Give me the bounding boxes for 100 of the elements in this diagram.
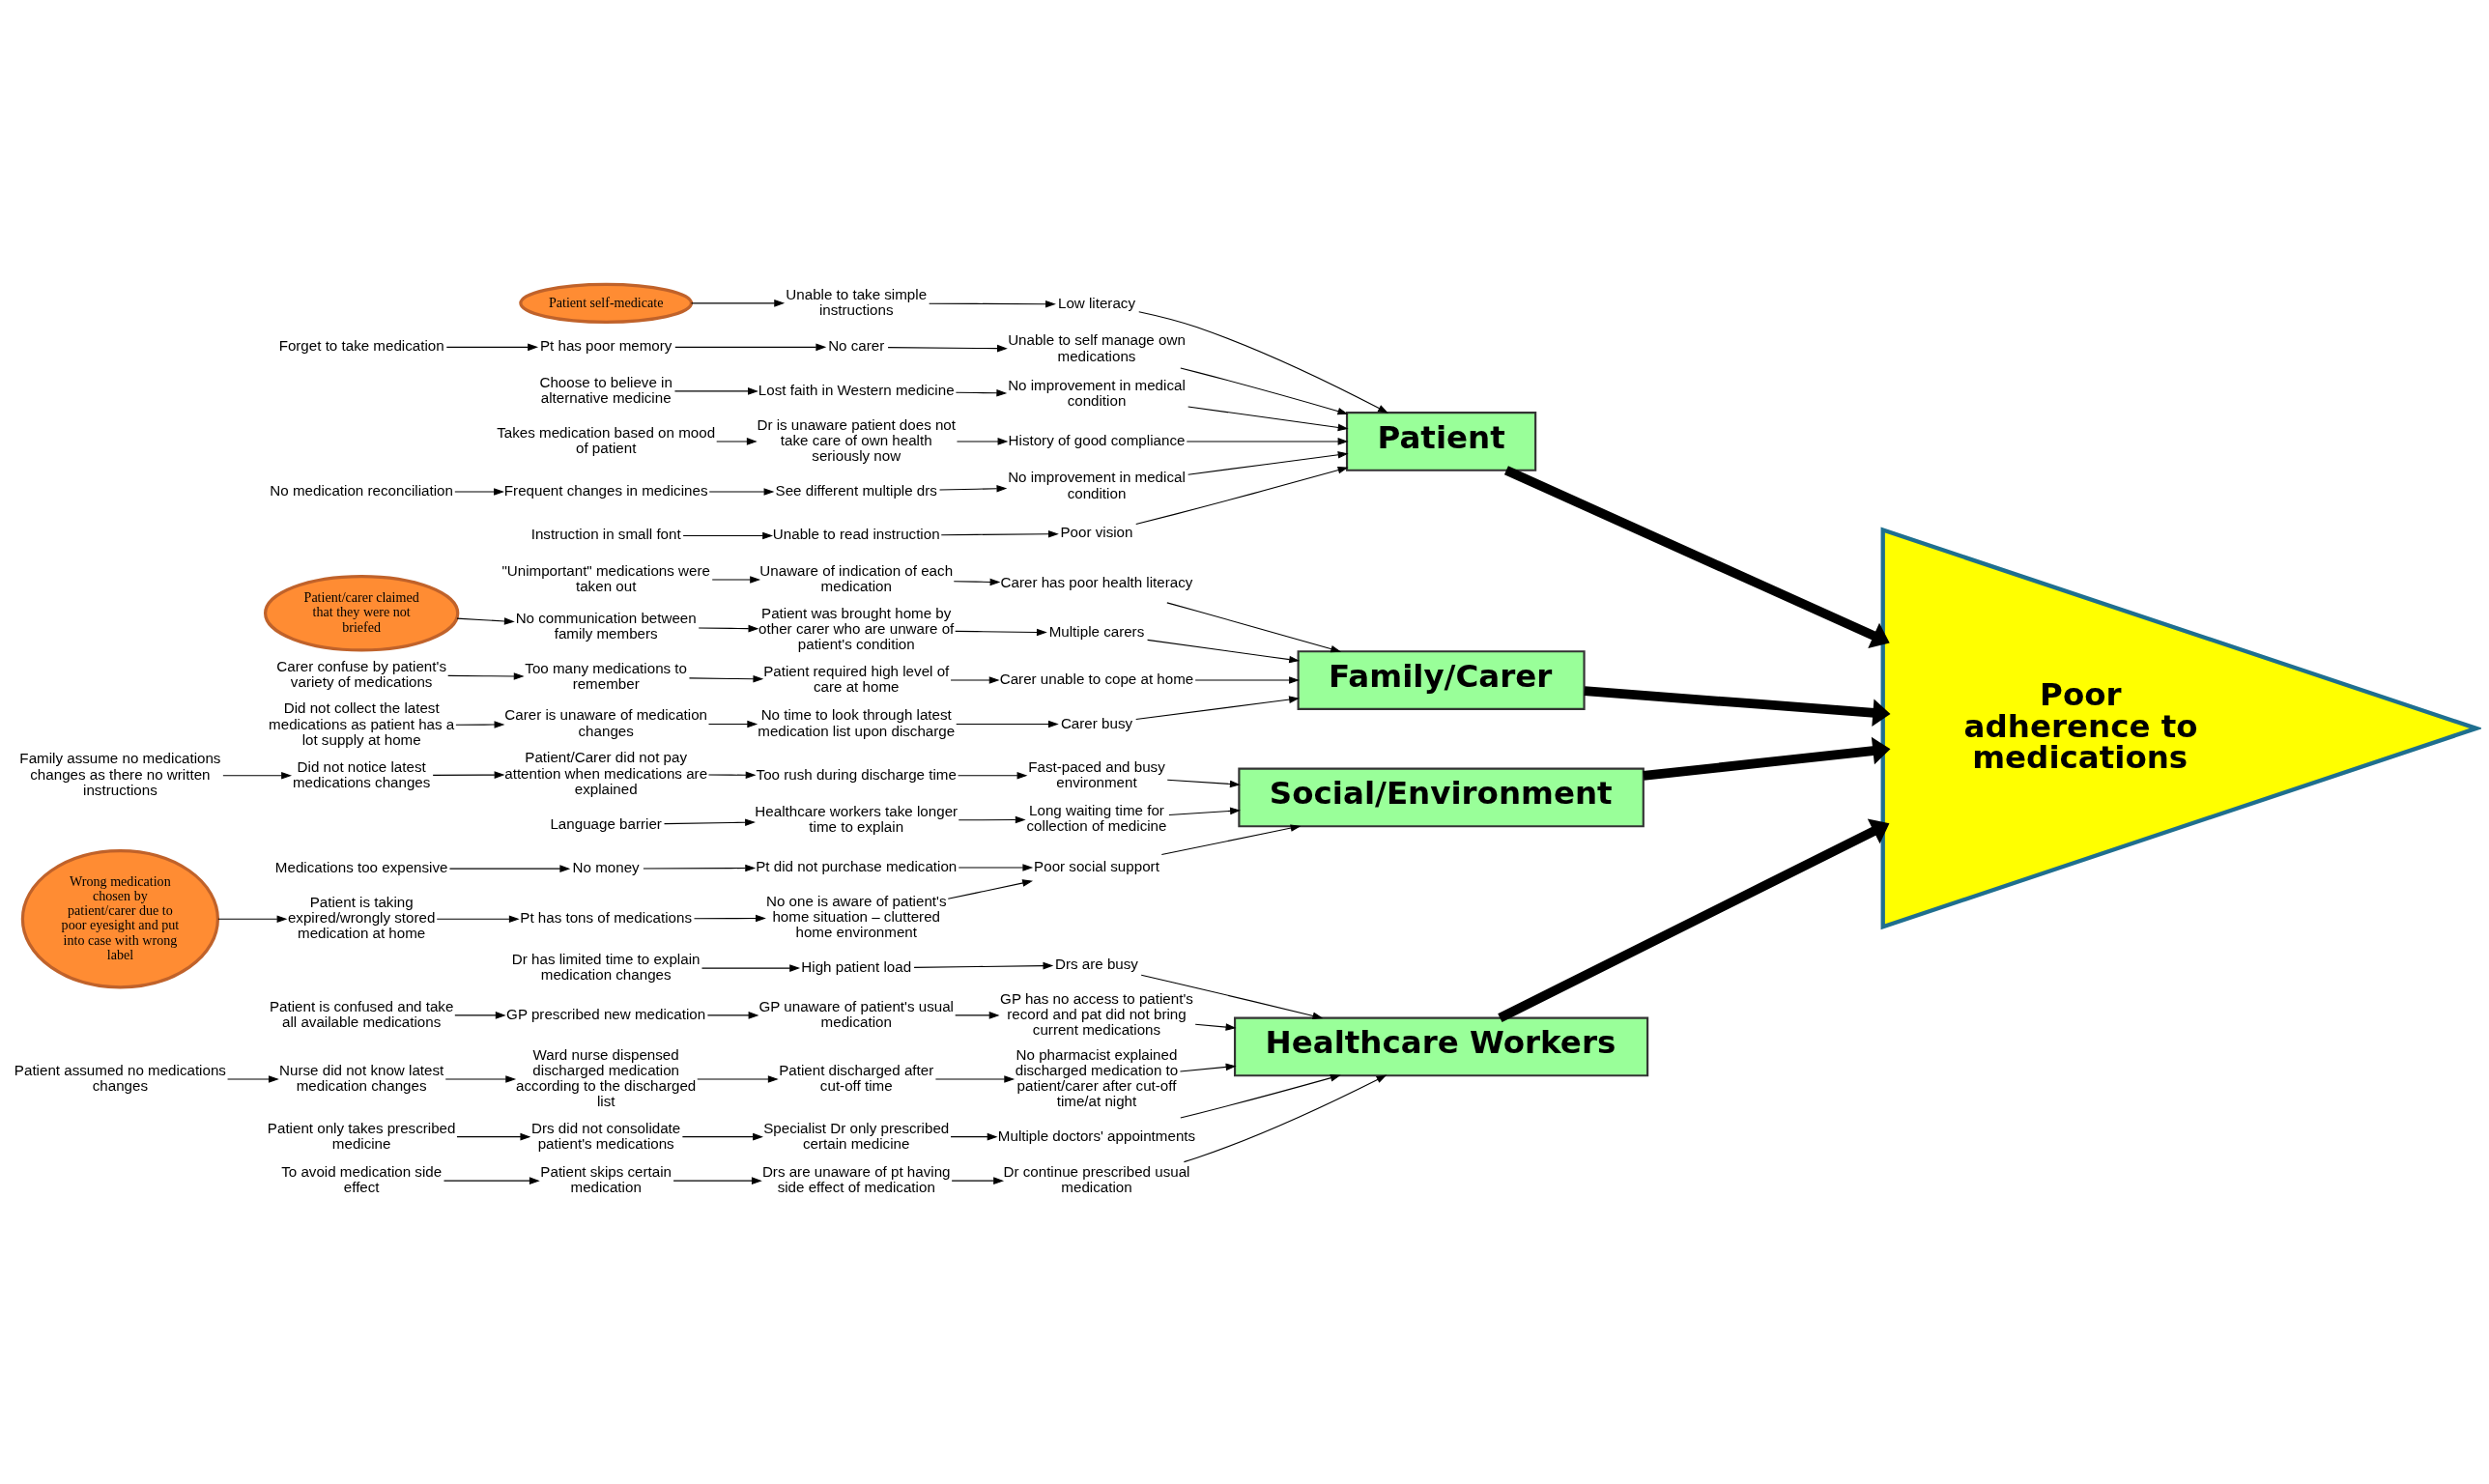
arrow	[1140, 974, 1324, 1020]
node-text: Takes medication based on mood of patient	[497, 423, 716, 457]
node-text: Ward nurse dispensed discharged medication according to the discharged list	[516, 1045, 697, 1110]
node-text: See different multiple drs	[775, 481, 937, 499]
arrow	[436, 915, 520, 923]
arrow	[708, 488, 775, 496]
arrow	[1166, 602, 1342, 653]
node-text: GP prescribed new medication	[506, 1005, 706, 1022]
arrow	[711, 576, 761, 584]
node-text: Pt has tons of medications	[520, 909, 693, 927]
arrow	[958, 864, 1034, 871]
node-text: History of good compliance	[1008, 431, 1186, 448]
node-text: Pt has poor memory	[539, 337, 672, 355]
node-text: Too many medications to remember	[525, 659, 688, 692]
node-ellipse: Wrong medication chosen by patient/carer due to poor eyesight and put into case with wrong label	[20, 849, 220, 989]
node-text: Choose to believe in alternative medicine	[539, 373, 672, 407]
arrow	[682, 531, 774, 540]
arrow	[955, 628, 1047, 637]
arrow	[672, 1177, 762, 1184]
node-text: Multiple doctors' appointments	[997, 1127, 1196, 1144]
arrow	[1186, 438, 1349, 445]
node-box: Patient	[1345, 412, 1537, 471]
arrow	[707, 720, 758, 728]
arrow	[1183, 1074, 1388, 1163]
node-text: Dr has limited time to explain medication changes	[511, 951, 701, 984]
node-text: No one is aware of patient's home situation – cluttered home environment	[765, 892, 947, 941]
node-text: Too rush during discharge time	[756, 765, 957, 783]
arrow	[1503, 466, 1890, 648]
node-text: Specialist Dr only prescribed certain medicine	[763, 1119, 950, 1152]
arrow	[673, 387, 758, 395]
arrow	[956, 438, 1009, 445]
arrow	[217, 915, 288, 923]
node-text: Unable to take simple instructions	[786, 285, 928, 318]
arrow	[445, 343, 539, 352]
arrow	[688, 674, 764, 683]
node-text: Language barrier	[550, 814, 662, 832]
node-text: Drs are busy	[1055, 955, 1138, 972]
arrow	[454, 488, 504, 496]
node-text: Dr continue prescribed usual medication	[1003, 1163, 1190, 1196]
node-text: Carer confuse by patient's variety of medications	[276, 657, 446, 690]
arrow	[1160, 824, 1302, 856]
arrow	[958, 815, 1026, 824]
arrow	[227, 1075, 279, 1083]
arrow	[1168, 807, 1241, 815]
arrow	[1147, 639, 1301, 664]
node-text: "Unimportant" medications were taken out	[501, 561, 710, 595]
node-text: To avoid medication side effect	[281, 1163, 443, 1196]
node-text: Carer has poor health literacy	[1000, 574, 1193, 591]
arrow	[929, 300, 1056, 308]
node-text: Patient only takes prescribed medicine	[267, 1119, 456, 1152]
node-text: Did not collect the latest medications as patient has a lot supply at home	[269, 699, 455, 748]
node-box: Healthcare Workers	[1233, 1016, 1649, 1077]
arrow	[1135, 696, 1300, 720]
node-text: Patient/Carer did not pay attention when medications are explained	[504, 749, 708, 797]
node-ellipse: Patient/carer claimed that they were not briefed	[264, 574, 460, 652]
node-text: Patient is taking expired/wrongly stored medication at home	[287, 893, 436, 942]
node-text: Unaware of indication of each medication	[759, 561, 954, 595]
arrow	[454, 1012, 506, 1019]
node-text: Frequent changes in medicines	[503, 481, 708, 499]
arrow	[1180, 1074, 1341, 1119]
node-text: Carer busy	[1060, 714, 1133, 731]
node-text: Unable to read instruction	[772, 526, 940, 543]
node-text: No pharmacist explained discharged medication to patient/carer after cut-off time/at night	[1015, 1045, 1179, 1110]
node-text: No improvement in medical condition	[1008, 469, 1186, 501]
node-text: No money	[572, 859, 640, 876]
arrow	[664, 818, 756, 827]
arrow	[955, 389, 1008, 397]
node-text: Patient is confused and take all available medications	[269, 997, 454, 1031]
arrow	[955, 1012, 1000, 1019]
arrow	[701, 964, 801, 972]
node-text: No carer	[828, 337, 885, 355]
arrow	[940, 529, 1059, 538]
arrow	[1179, 1063, 1237, 1072]
arrow	[456, 617, 515, 625]
node-text: Low literacy	[1057, 294, 1135, 311]
arrow	[691, 300, 786, 307]
node-text: Carer is unaware of medication changes	[504, 706, 708, 739]
node-text: GP has no access to patient's record and pat did not bring current medications	[1000, 989, 1193, 1039]
arrow	[432, 771, 505, 779]
node-text: No improvement in medical condition	[1008, 377, 1186, 410]
arrow	[693, 914, 766, 923]
node-text: No communication between family members	[515, 609, 697, 642]
arrow	[1138, 311, 1388, 414]
arrow	[1135, 466, 1349, 526]
arrow	[716, 438, 758, 445]
node-text: Nurse did not know latest medication changes	[279, 1061, 444, 1095]
node-text: Poor social support	[1034, 858, 1159, 875]
arrow	[939, 485, 1008, 493]
node-text: No time to look through latest medication list upon discharge	[758, 706, 956, 739]
arrow	[1166, 779, 1241, 788]
node-text: Fast-paced and busy environment	[1028, 757, 1165, 790]
arrow	[1194, 1023, 1237, 1031]
arrow	[1187, 406, 1349, 432]
arrow	[706, 1012, 759, 1019]
node-text: Lost faith in Western medicine	[758, 381, 955, 398]
arrow	[1194, 676, 1300, 684]
arrow	[1498, 818, 1890, 1022]
arrow	[455, 721, 505, 728]
node-text: High patient load	[801, 958, 912, 976]
node-ellipse: Patient self-medicate	[519, 282, 694, 324]
